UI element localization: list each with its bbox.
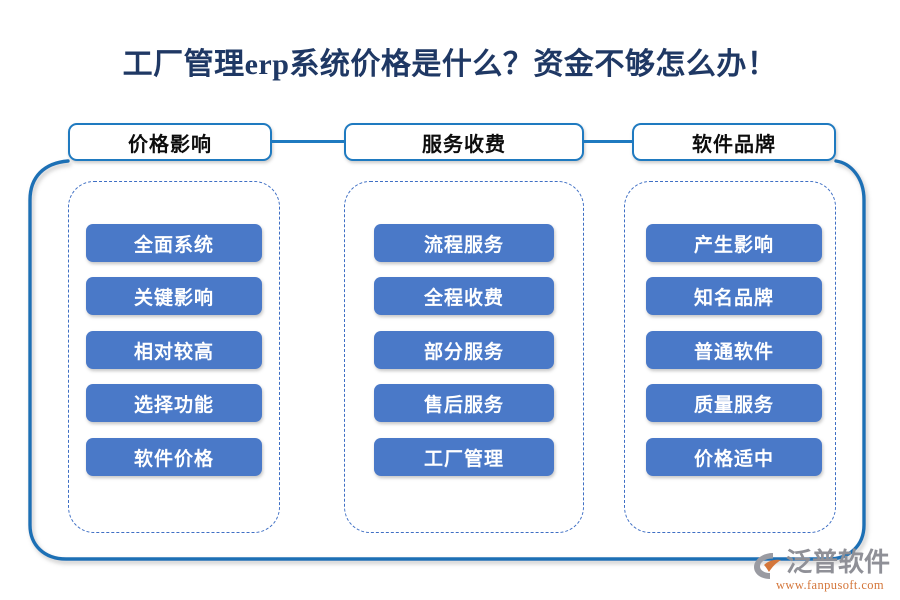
list-item-label: 售后服务 bbox=[423, 394, 504, 416]
list-item[interactable]: 软件价格 bbox=[86, 438, 262, 476]
list-item-label: 工厂管理 bbox=[423, 448, 504, 470]
column-header-service-fee[interactable]: 服务收费 bbox=[344, 123, 584, 161]
column-header-label: 价格影响 bbox=[128, 133, 212, 156]
list-item-label: 知名品牌 bbox=[693, 287, 774, 309]
list-item[interactable]: 知名品牌 bbox=[646, 277, 822, 315]
list-item-label: 软件价格 bbox=[133, 448, 214, 470]
list-item[interactable]: 普通软件 bbox=[646, 331, 822, 369]
dashed-group-price-impact bbox=[68, 181, 280, 533]
list-item-label: 关键影响 bbox=[133, 287, 214, 309]
list-item[interactable]: 部分服务 bbox=[374, 331, 554, 369]
dashed-group-software-brand bbox=[624, 181, 836, 533]
list-item[interactable]: 全程收费 bbox=[374, 277, 554, 315]
fanpu-swoosh-icon bbox=[754, 553, 781, 579]
list-item-label: 流程服务 bbox=[423, 234, 504, 256]
brand-logo: 泛普软件 www.fanpusoft.com bbox=[752, 548, 896, 594]
list-item-label: 相对较高 bbox=[133, 341, 214, 363]
list-item-label: 价格适中 bbox=[693, 448, 774, 470]
list-item[interactable]: 质量服务 bbox=[646, 384, 822, 422]
header-connector-line bbox=[270, 140, 346, 143]
column-header-label: 软件品牌 bbox=[692, 133, 776, 156]
list-item-label: 产生影响 bbox=[693, 234, 774, 256]
logo-wordmark: 泛普软件 bbox=[786, 548, 891, 577]
list-item-label: 部分服务 bbox=[423, 341, 504, 363]
list-item-label: 质量服务 bbox=[693, 394, 774, 416]
list-item[interactable]: 产生影响 bbox=[646, 224, 822, 262]
list-item[interactable]: 流程服务 bbox=[374, 224, 554, 262]
page-title: 工厂管理erp系统价格是什么？资金不够怎么办！ bbox=[122, 48, 778, 81]
header-connector-line bbox=[582, 140, 634, 143]
column-header-price-impact[interactable]: 价格影响 bbox=[68, 123, 272, 161]
list-item-label: 普通软件 bbox=[693, 341, 774, 363]
list-item-label: 全程收费 bbox=[423, 287, 504, 309]
list-item[interactable]: 售后服务 bbox=[374, 384, 554, 422]
list-item[interactable]: 价格适中 bbox=[646, 438, 822, 476]
list-item[interactable]: 相对较高 bbox=[86, 331, 262, 369]
logo-url: www.fanpusoft.com bbox=[776, 578, 885, 592]
list-item-label: 全面系统 bbox=[133, 234, 214, 256]
list-item[interactable]: 关键影响 bbox=[86, 277, 262, 315]
column-header-software-brand[interactable]: 软件品牌 bbox=[632, 123, 836, 161]
dashed-group-service-fee bbox=[344, 181, 584, 533]
list-item[interactable]: 全面系统 bbox=[86, 224, 262, 262]
list-item[interactable]: 选择功能 bbox=[86, 384, 262, 422]
column-header-label: 服务收费 bbox=[422, 133, 506, 156]
list-item[interactable]: 工厂管理 bbox=[374, 438, 554, 476]
list-item-label: 选择功能 bbox=[133, 394, 214, 416]
